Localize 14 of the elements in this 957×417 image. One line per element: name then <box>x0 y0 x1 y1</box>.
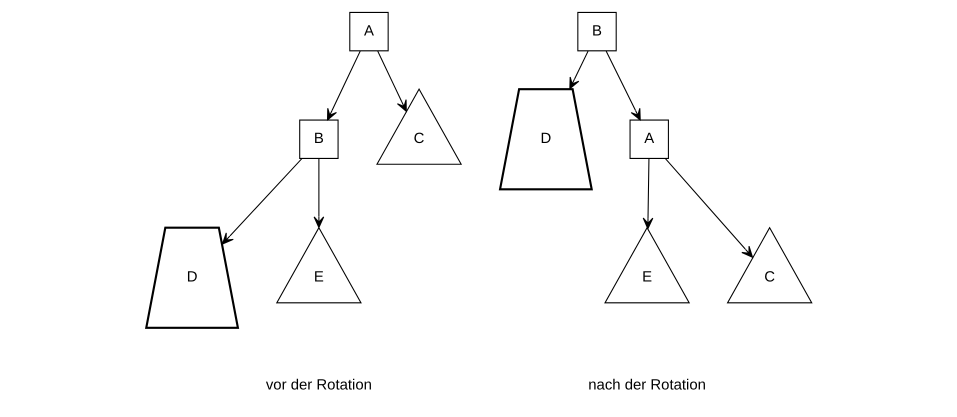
arrow <box>642 158 653 230</box>
node-box: A <box>348 12 388 52</box>
label: nach der Rotation <box>588 377 706 394</box>
arrow <box>664 158 753 258</box>
arrow <box>605 50 640 121</box>
node-box: B <box>576 12 616 52</box>
arrow <box>568 50 588 90</box>
arrow <box>221 158 302 245</box>
node-box: B <box>298 120 338 159</box>
node-box: A <box>629 120 668 159</box>
label: vor der Rotation <box>265 377 372 394</box>
arrow <box>326 50 360 121</box>
arrow <box>376 50 406 112</box>
arrow <box>313 158 324 228</box>
